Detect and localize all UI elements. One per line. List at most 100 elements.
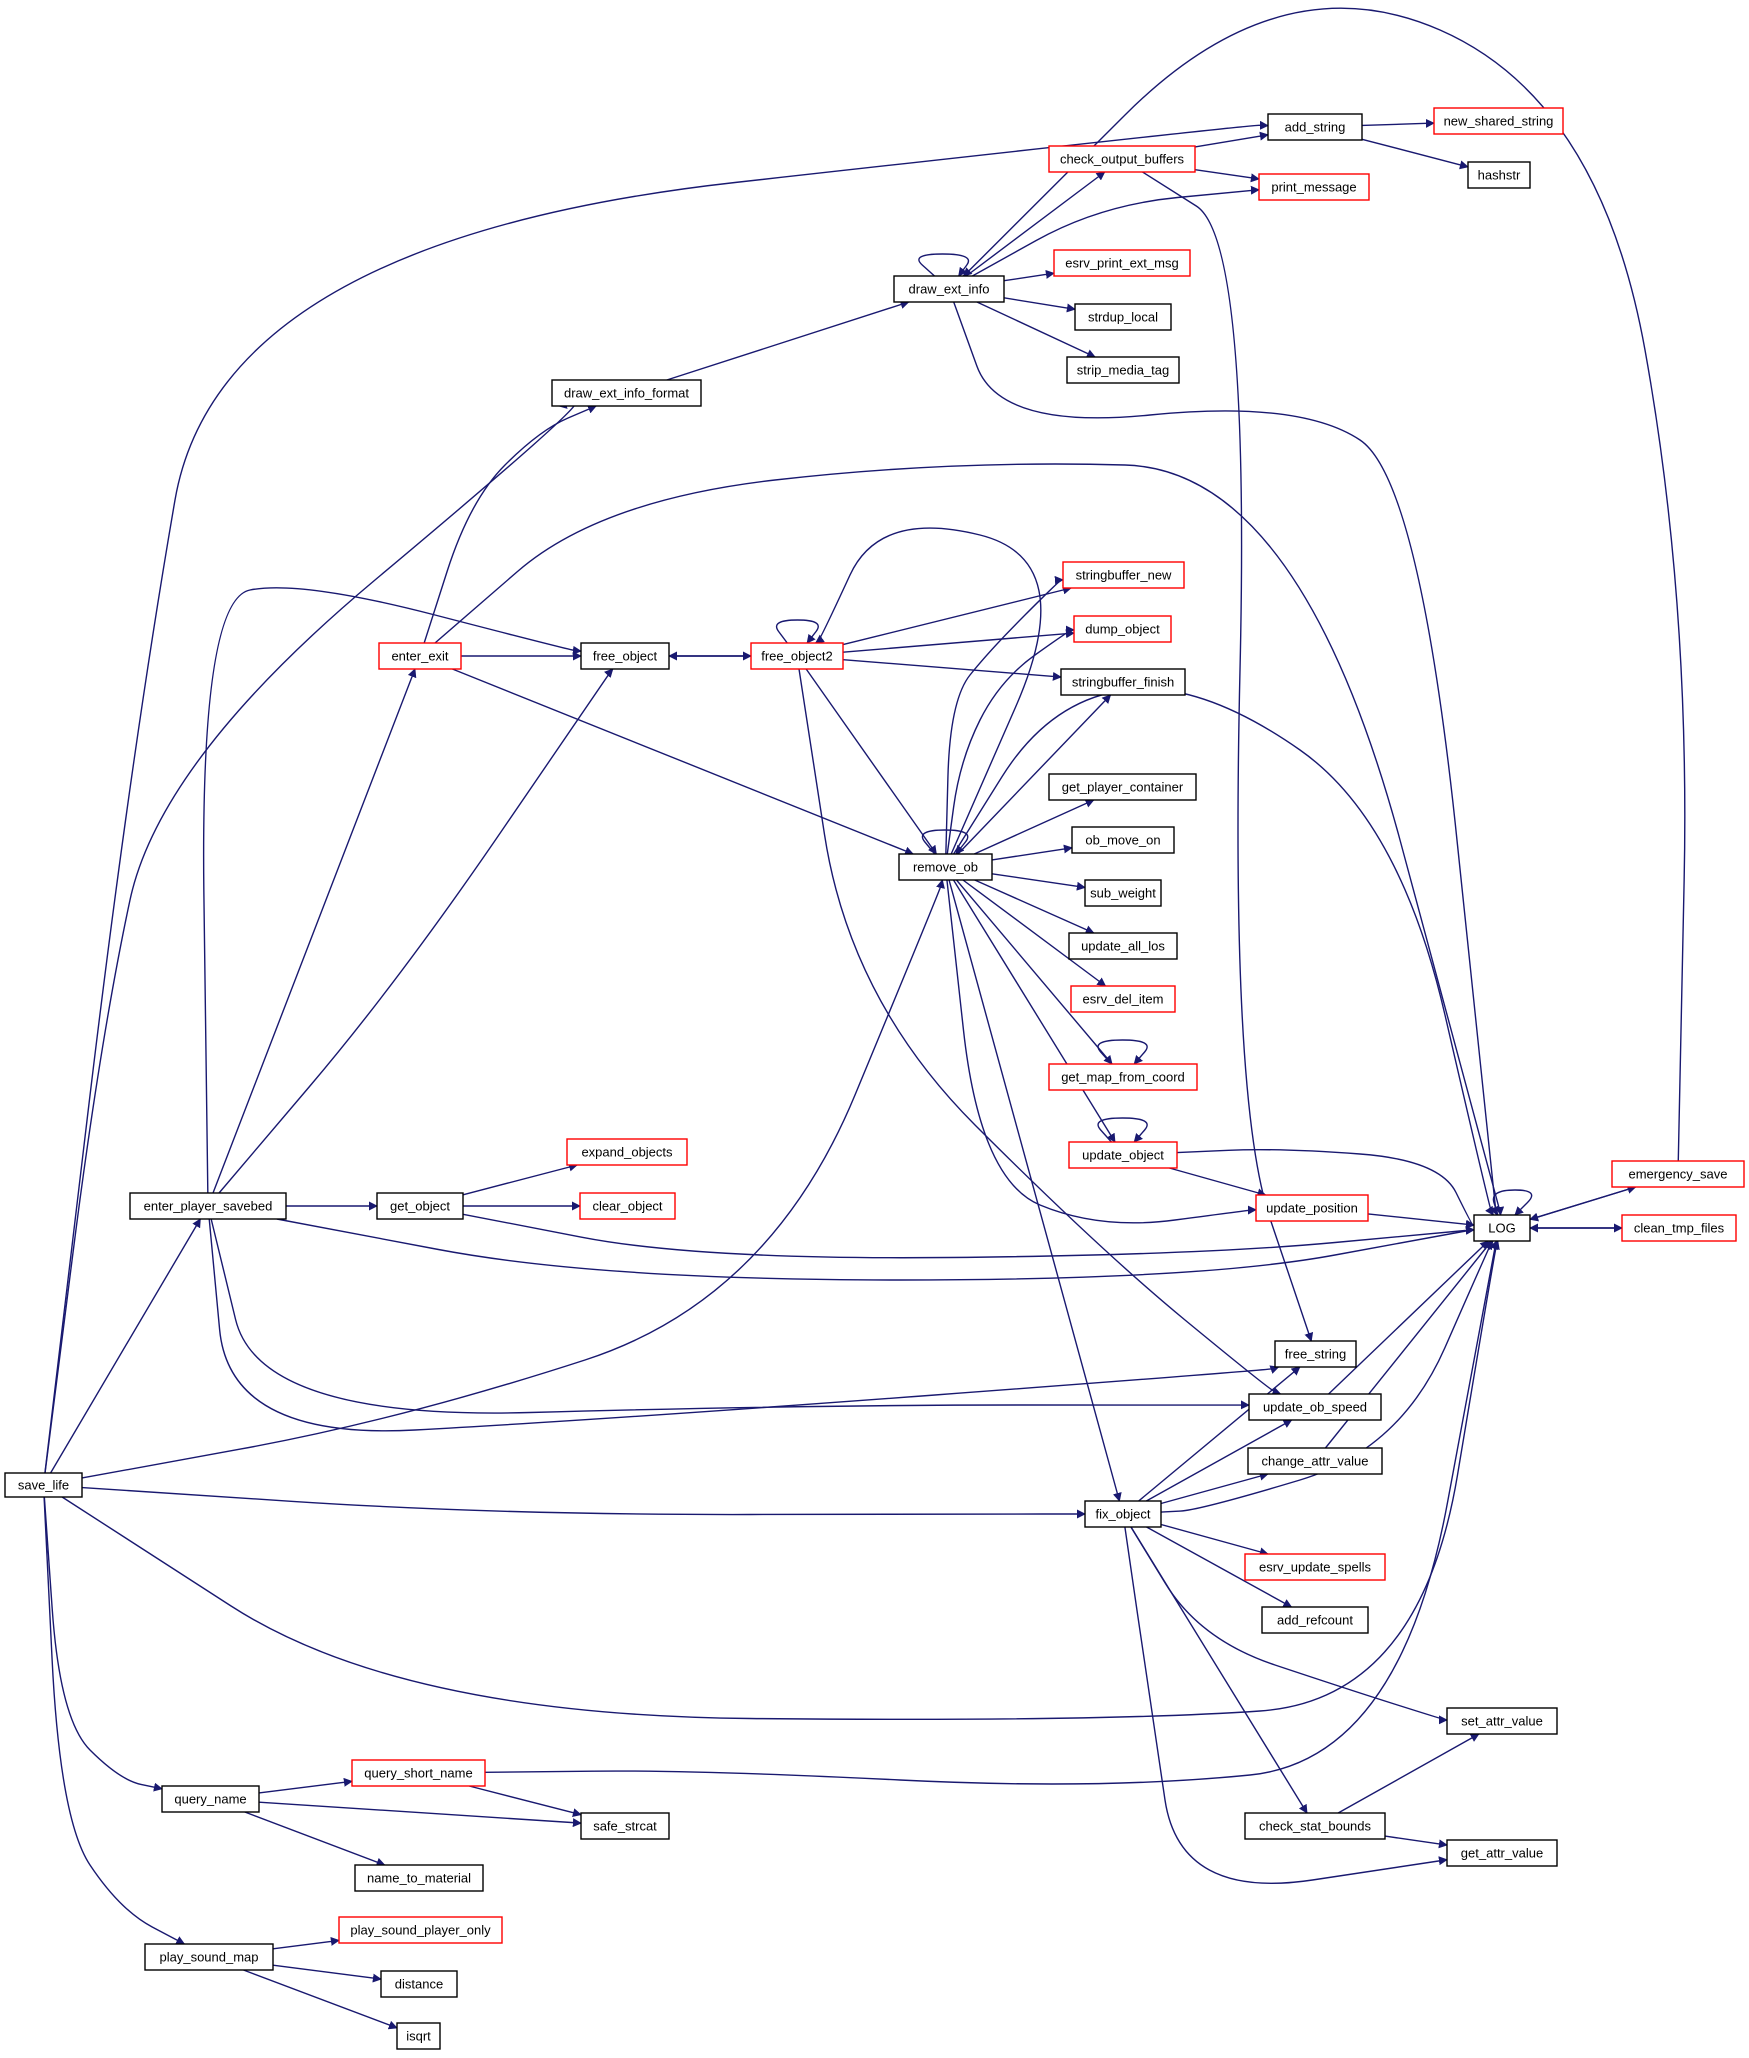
node-label: check_stat_bounds xyxy=(1259,1819,1372,1834)
edge-LOG-to-LOG xyxy=(1492,1189,1533,1216)
node-free_object2[interactable]: free_object2 xyxy=(750,642,844,670)
node-stringbuffer_new[interactable]: stringbuffer_new xyxy=(1062,561,1185,589)
node-isqrt[interactable]: isqrt xyxy=(396,2022,441,2050)
node-dump_object[interactable]: dump_object xyxy=(1073,615,1172,643)
node-label: get_attr_value xyxy=(1461,1846,1543,1861)
node-clear_object[interactable]: clear_object xyxy=(579,1192,676,1220)
node-box xyxy=(1068,1141,1178,1169)
node-clean_tmp_files[interactable]: clean_tmp_files xyxy=(1621,1214,1737,1242)
node-box xyxy=(1244,1553,1386,1581)
node-new_shared_string[interactable]: new_shared_string xyxy=(1433,107,1564,135)
node-check_output_buffers[interactable]: check_output_buffers xyxy=(1048,145,1196,173)
edge-check_stat_bounds-to-get_attr_value xyxy=(1384,1835,1448,1849)
node-draw_ext_info_format[interactable]: draw_ext_info_format xyxy=(551,379,702,407)
node-set_attr_value[interactable]: set_attr_value xyxy=(1446,1707,1558,1735)
edge-free_object2-to-remove_ob xyxy=(805,668,937,855)
node-play_sound_map[interactable]: play_sound_map xyxy=(144,1943,274,1971)
node-fix_object[interactable]: fix_object xyxy=(1084,1500,1162,1528)
node-label: isqrt xyxy=(406,2029,431,2044)
node-box xyxy=(351,1759,486,1787)
node-expand_objects[interactable]: expand_objects xyxy=(566,1138,688,1166)
node-draw_ext_info[interactable]: draw_ext_info xyxy=(893,275,1005,303)
node-check_stat_bounds[interactable]: check_stat_bounds xyxy=(1244,1812,1386,1840)
node-add_refcount[interactable]: add_refcount xyxy=(1261,1606,1369,1634)
node-box xyxy=(354,1864,484,1892)
node-query_short_name[interactable]: query_short_name xyxy=(351,1759,486,1787)
node-play_sound_player_only[interactable]: play_sound_player_only xyxy=(338,1916,503,1944)
node-box xyxy=(1084,879,1162,907)
node-free_object[interactable]: free_object xyxy=(580,642,670,670)
node-LOG[interactable]: LOG xyxy=(1473,1214,1531,1242)
node-query_name[interactable]: query_name xyxy=(161,1785,260,1813)
edge-enter_player_savebed-to-update_ob_speed xyxy=(210,1218,1250,1414)
node-box xyxy=(580,642,670,670)
node-box xyxy=(1258,173,1370,201)
edge-save_life-to-draw_ext_info_format xyxy=(44,400,577,1474)
node-strdup_local[interactable]: strdup_local xyxy=(1074,303,1172,331)
edge-add_string-to-hashstr xyxy=(1361,138,1469,170)
edge-remove_ob-to-remove_ob xyxy=(921,829,969,855)
node-esrv_del_item[interactable]: esrv_del_item xyxy=(1070,985,1176,1013)
node-emergency_save[interactable]: emergency_save xyxy=(1611,1160,1745,1188)
node-box xyxy=(551,379,702,407)
node-ob_move_on[interactable]: ob_move_on xyxy=(1071,826,1175,854)
node-distance[interactable]: distance xyxy=(380,1970,458,1998)
node-enter_player_savebed[interactable]: enter_player_savebed xyxy=(129,1192,287,1220)
node-label: draw_ext_info_format xyxy=(564,386,689,401)
node-update_position[interactable]: update_position xyxy=(1255,1194,1369,1222)
node-get_attr_value[interactable]: get_attr_value xyxy=(1446,1839,1558,1867)
node-box xyxy=(1060,668,1186,696)
edge-fix_object-to-add_refcount xyxy=(1146,1526,1293,1608)
edge-query_name-to-safe_strcat xyxy=(258,1801,582,1828)
node-box xyxy=(161,1785,260,1813)
node-add_string[interactable]: add_string xyxy=(1267,113,1363,141)
node-label: free_string xyxy=(1285,1347,1346,1362)
node-update_ob_speed[interactable]: update_ob_speed xyxy=(1248,1393,1382,1421)
node-change_attr_value[interactable]: change_attr_value xyxy=(1247,1447,1383,1475)
edge-enter_player_savebed-to-free_object xyxy=(202,587,582,1194)
node-update_object[interactable]: update_object xyxy=(1068,1141,1178,1169)
edge-query_name-to-name_to_material xyxy=(244,1811,386,1867)
edge-save_life-to-play_sound_map xyxy=(43,1496,186,1945)
node-get_map_from_coord[interactable]: get_map_from_coord xyxy=(1048,1063,1198,1091)
node-label: enter_exit xyxy=(391,649,448,664)
node-free_string[interactable]: free_string xyxy=(1274,1340,1357,1368)
edge-remove_ob-to-update_object xyxy=(952,879,1116,1143)
node-update_all_los[interactable]: update_all_los xyxy=(1068,932,1178,960)
node-get_object[interactable]: get_object xyxy=(376,1192,464,1220)
node-label: query_short_name xyxy=(364,1766,472,1781)
edge-remove_ob-to-update_position xyxy=(946,879,1257,1224)
node-box xyxy=(1467,161,1531,189)
node-stringbuffer_finish[interactable]: stringbuffer_finish xyxy=(1060,668,1186,696)
node-sub_weight[interactable]: sub_weight xyxy=(1084,879,1162,907)
edge-remove_ob-to-get_player_container xyxy=(973,799,1095,855)
node-esrv_print_ext_msg[interactable]: esrv_print_ext_msg xyxy=(1053,249,1191,277)
node-safe_strcat[interactable]: safe_strcat xyxy=(580,1812,670,1840)
node-hashstr[interactable]: hashstr xyxy=(1467,161,1531,189)
edge-remove_ob-to-esrv_del_item xyxy=(962,879,1107,987)
edge-check_stat_bounds-to-set_attr_value xyxy=(1337,1733,1480,1814)
node-save_life[interactable]: save_life xyxy=(4,1472,83,1498)
edge-remove_ob-to-fix_object xyxy=(948,879,1122,1502)
node-box xyxy=(1261,1606,1369,1634)
node-label: name_to_material xyxy=(367,1871,471,1886)
edge-remove_ob-to-update_all_los xyxy=(974,879,1095,934)
node-label: add_string xyxy=(1285,120,1346,135)
node-esrv_update_spells[interactable]: esrv_update_spells xyxy=(1244,1553,1386,1581)
edge-check_output_buffers-to-print_message xyxy=(1194,168,1260,183)
node-box xyxy=(1611,1160,1745,1188)
edge-remove_ob-to-LOG xyxy=(953,688,1494,1216)
node-remove_ob[interactable]: remove_ob xyxy=(898,853,993,881)
node-strip_media_tag[interactable]: strip_media_tag xyxy=(1066,356,1180,384)
node-get_player_container[interactable]: get_player_container xyxy=(1048,773,1197,801)
node-label: add_refcount xyxy=(1277,1613,1353,1628)
node-enter_exit[interactable]: enter_exit xyxy=(378,642,462,670)
node-name_to_material[interactable]: name_to_material xyxy=(354,1864,484,1892)
edge-remove_ob-to-ob_move_on xyxy=(991,844,1073,861)
node-box xyxy=(144,1943,274,1971)
edges-layer xyxy=(43,7,1686,2030)
edge-fix_object-to-get_attr_value xyxy=(1124,1526,1448,1884)
node-print_message[interactable]: print_message xyxy=(1258,173,1370,201)
edge-save_life-to-query_name xyxy=(43,1496,163,1792)
